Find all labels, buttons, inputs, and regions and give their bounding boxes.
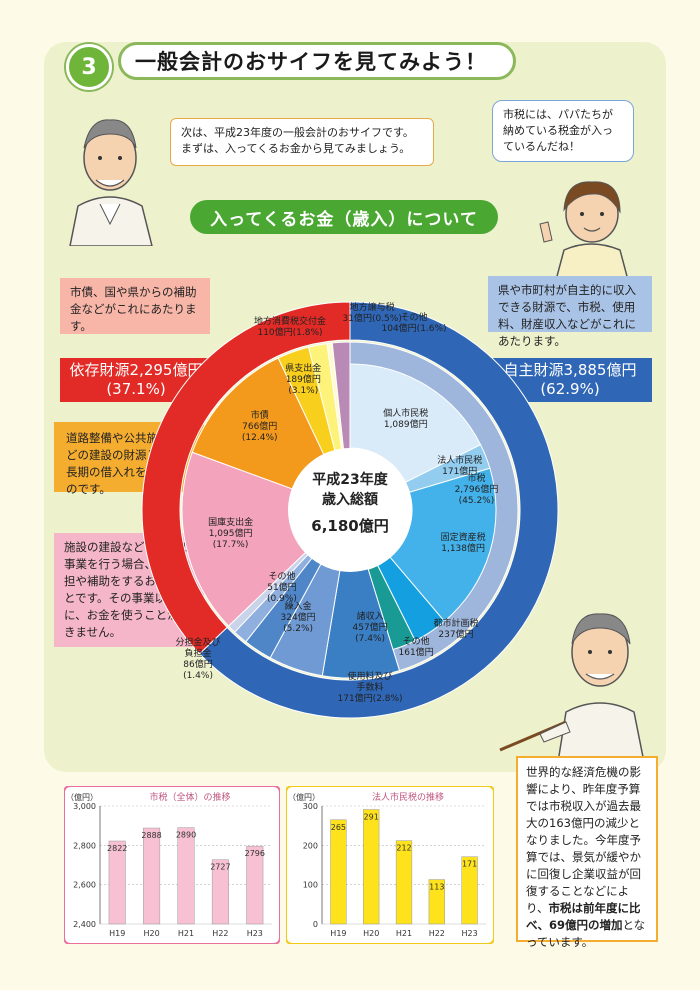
city-tax-bar-chart: 市税（全体）の推移 （億円） 2,400 2,600 2,800 3,000 2822H19… [64, 786, 280, 944]
own-revenue-percent: (62.9%) [540, 380, 600, 398]
dependent-revenue-label: 依存財源2,295億円 (37.1%) [60, 358, 212, 402]
x-tick-label: H23 [247, 929, 263, 938]
bar-chart-title: 市税（全体）の推移 [149, 791, 230, 803]
bar-value-label: 113 [429, 883, 444, 892]
bar-chart-title: 法人市民税の推移 [372, 791, 444, 803]
explanation-text-bold: 市税は前年度に比べ、69億円の増加 [526, 901, 641, 932]
donut-center-line2: 歳入総額 [322, 492, 378, 508]
x-tick-label: H21 [178, 929, 194, 938]
bar-value-label: 2890 [176, 831, 196, 840]
bar-value-label: 171 [462, 860, 477, 869]
section-number: 3 [66, 44, 112, 90]
bar-chart-ylabel: （億円） [66, 792, 98, 802]
bar-H23 [246, 845, 264, 925]
revenue-donut-chart [141, 301, 559, 719]
bar-value-label: 265 [331, 823, 346, 832]
dependent-revenue-percent: (37.1%) [106, 380, 166, 398]
y-tick-label: 2,600 [73, 881, 96, 890]
dependent-revenue-note: 市債、国や県からの補助金などがこれにあたります。 [60, 278, 210, 334]
y-tick-label: 3,000 [73, 802, 96, 811]
x-tick-label: H22 [212, 929, 228, 938]
x-tick-label: H23 [461, 929, 477, 938]
own-revenue-amount: 自主財源3,885億円 [503, 361, 637, 379]
x-tick-label: H19 [330, 929, 346, 938]
bar-H19 [108, 840, 126, 925]
teacher-speech-line1: 次は、平成23年度の一般会計のおサイフです。 [181, 126, 414, 139]
bar-H21 [177, 827, 195, 925]
x-tick-label: H20 [363, 929, 379, 938]
own-revenue-note: 県や市町村が自主的に収入できる財源で、市税、使用料、財産収入などがこれにあたりま… [488, 276, 652, 348]
bar-value-label: 212 [396, 844, 411, 853]
bar-value-label: 2727 [210, 863, 230, 872]
donut-center-title: 平成23年度 歳入総額 6,180億円 [300, 470, 400, 536]
kid-speech-bubble: 市税には、パパたちが納めている税金が入っているんだね！ [492, 100, 634, 162]
outer-ring-slice-1 [141, 301, 351, 655]
y-tick-label: 0 [313, 920, 318, 929]
teacher-character-bottom [499, 613, 645, 762]
x-tick-label: H19 [109, 929, 125, 938]
y-tick-label: 2,400 [73, 920, 96, 929]
donut-center-line3: 6,180億円 [311, 517, 389, 535]
bar-H19 [330, 819, 347, 925]
bar-H23 [461, 856, 478, 925]
bar-H22 [428, 879, 445, 925]
donut-center-disc [288, 448, 412, 572]
city-tax-explanation: 世界的な経済危機の影響により、昨年度予算では市税収入が過去最大の163億円の減少… [516, 756, 658, 949]
bar-value-label: 2796 [245, 849, 265, 858]
dependent-revenue-amount: 依存財源2,295億円 [69, 361, 203, 379]
kid-character [539, 181, 629, 280]
bar-H20 [143, 827, 161, 925]
bar-chart-ylabel: （億円） [288, 792, 320, 802]
bar-H21 [395, 840, 413, 925]
bar-value-label: 291 [364, 813, 379, 822]
x-tick-label: H22 [429, 929, 445, 938]
y-tick-label: 100 [303, 881, 318, 890]
x-tick-label: H20 [143, 929, 159, 938]
teacher-character-top [69, 119, 153, 246]
page-title: 一般会計のおサイフを見てみよう！ [118, 42, 516, 80]
y-tick-label: 300 [303, 802, 318, 811]
section-title: 入ってくるお金（歳入）について [190, 200, 498, 234]
teacher-speech-line2: まずは、入ってくるお金から見てみましょう。 [181, 142, 411, 155]
own-revenue-label: 自主財源3,885億円 (62.9%) [488, 358, 652, 402]
teacher-speech-bubble: 次は、平成23年度の一般会計のおサイフです。 まずは、入ってくるお金から見てみま… [170, 118, 434, 166]
bar-H20 [363, 809, 380, 925]
bar-value-label: 2888 [141, 831, 161, 840]
y-tick-label: 2,800 [73, 841, 96, 850]
y-tick-label: 200 [303, 841, 318, 850]
bar-value-label: 2822 [107, 844, 127, 853]
explanation-text-1: 世界的な経済危機の影響により、昨年度予算では市税収入が過去最大の163億円の減少… [526, 765, 641, 915]
bar-H22 [211, 859, 229, 925]
outer-ring-slice-0 [198, 301, 559, 719]
explanation-text-2: となっています。 [526, 918, 646, 949]
donut-center-line1: 平成23年度 [312, 472, 388, 488]
x-tick-label: H21 [396, 929, 412, 938]
